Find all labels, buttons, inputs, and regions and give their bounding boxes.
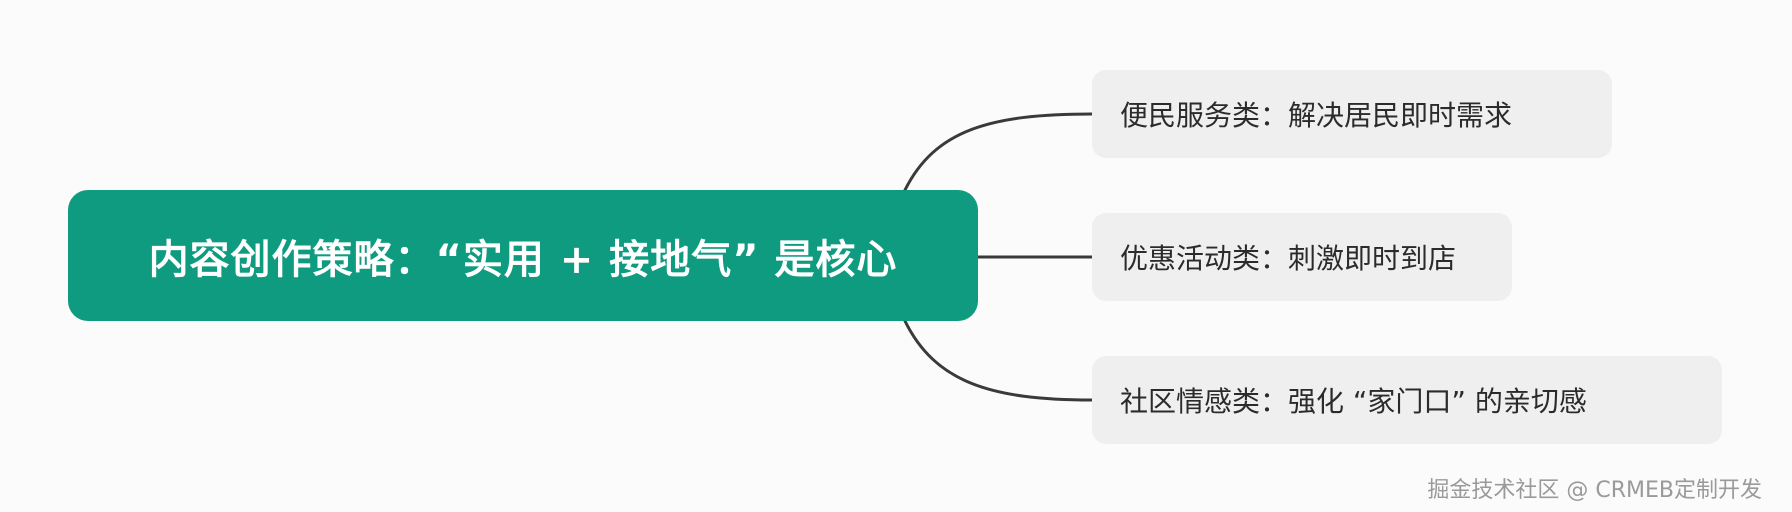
branch-node-label: 便民服务类：解决居民即时需求 bbox=[1120, 99, 1513, 132]
branch-node-promotions[interactable]: 优惠活动类：刺激即时到店 bbox=[1092, 213, 1512, 301]
connector-to-branch-1 bbox=[903, 112, 1094, 192]
branch-node-convenience-services[interactable]: 便民服务类：解决居民即时需求 bbox=[1092, 70, 1612, 158]
branch-node-label: 优惠活动类：刺激即时到店 bbox=[1120, 242, 1457, 275]
branch-node-community-emotion[interactable]: 社区情感类：强化 “家门口” 的亲切感 bbox=[1092, 356, 1722, 444]
root-node-label: 内容创作策略：“实用 + 接地气” 是核心 bbox=[148, 236, 898, 283]
connector-to-branch-3 bbox=[903, 319, 1094, 402]
branch-node-label: 社区情感类：强化 “家门口” 的亲切感 bbox=[1120, 385, 1587, 418]
root-node[interactable]: 内容创作策略：“实用 + 接地气” 是核心 bbox=[68, 190, 978, 321]
watermark: 掘金技术社区 @ CRMEB定制开发 bbox=[1427, 478, 1762, 503]
